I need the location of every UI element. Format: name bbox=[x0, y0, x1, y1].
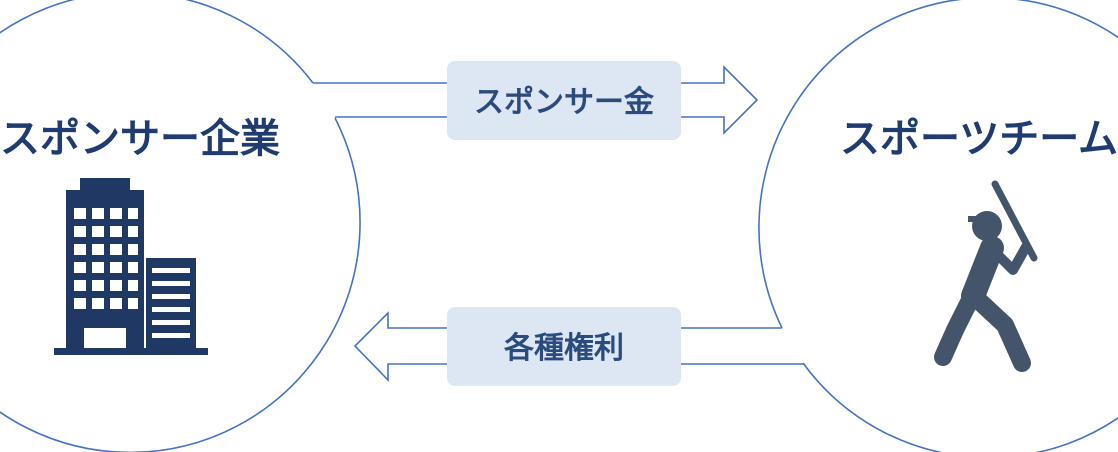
left-circle bbox=[0, 0, 361, 452]
left-entity-title: スポンサー企業 bbox=[0, 116, 280, 162]
top-label-box bbox=[447, 61, 681, 140]
right-entity-title: スポーツチーム bbox=[840, 116, 1118, 162]
baseball-batter-icon bbox=[934, 180, 1038, 372]
top-arrow bbox=[313, 65, 759, 135]
right-circle bbox=[758, 0, 1118, 452]
bottom-label-box bbox=[447, 307, 681, 386]
top-label-text: スポンサー金 bbox=[474, 85, 655, 120]
office-building-icon bbox=[54, 178, 208, 355]
bottom-arrow bbox=[353, 311, 803, 382]
bottom-label-text: 各種権利 bbox=[503, 331, 624, 366]
